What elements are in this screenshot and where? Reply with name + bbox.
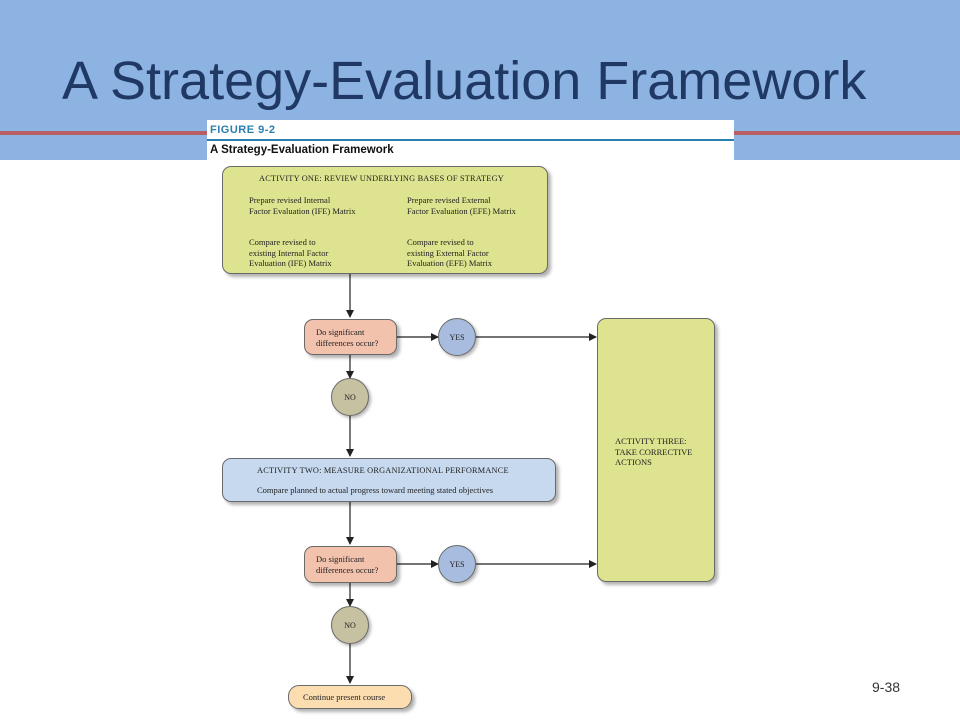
slide-number: 9-38 xyxy=(872,679,901,695)
yes-2-circle: YES xyxy=(438,545,476,583)
end-box: Continue present course xyxy=(288,685,412,709)
activity-two-heading: ACTIVITY TWO: MEASURE ORGANIZATIONAL PER… xyxy=(257,466,509,475)
figure-label: FIGURE 9-2 xyxy=(210,124,276,136)
slide-title: A Strategy-Evaluation Framework xyxy=(62,51,867,111)
activity-two-text: Compare planned to actual progress towar… xyxy=(257,485,494,495)
activity-one-box: ACTIVITY ONE: REVIEW UNDERLYING BASES OF… xyxy=(222,166,548,274)
figure-header: FIGURE 9-2 A Strategy-Evaluation Framewo… xyxy=(207,120,734,160)
activity-one-item-3: Compare revised to existing Internal Fac… xyxy=(249,237,332,268)
activity-two-box: ACTIVITY TWO: MEASURE ORGANIZATIONAL PER… xyxy=(222,458,556,502)
activity-one-heading: ACTIVITY ONE: REVIEW UNDERLYING BASES OF… xyxy=(259,174,504,183)
yes-1-circle: YES xyxy=(438,318,476,356)
activity-one-item-1: Prepare revised Internal Factor Evaluati… xyxy=(249,195,356,216)
decision-2-text: Do significant differences occur? xyxy=(316,554,379,575)
figure-caption: A Strategy-Evaluation Framework xyxy=(210,144,394,156)
decision-1-text: Do significant differences occur? xyxy=(316,327,379,348)
activity-three-box: ACTIVITY THREE: TAKE CORRECTIVE ACTIONS xyxy=(597,318,715,582)
end-text: Continue present course xyxy=(303,692,386,702)
figure-divider xyxy=(207,139,734,141)
no-1-circle: NO xyxy=(331,378,369,416)
activity-one-item-4: Compare revised to existing External Fac… xyxy=(407,237,492,268)
activity-one-item-2: Prepare revised External Factor Evaluati… xyxy=(407,195,516,216)
activity-three-text: ACTIVITY THREE: TAKE CORRECTIVE ACTIONS xyxy=(615,436,693,467)
decision-1-box: Do significant differences occur? xyxy=(304,319,397,355)
no-2-circle: NO xyxy=(331,606,369,644)
decision-2-box: Do significant differences occur? xyxy=(304,546,397,583)
